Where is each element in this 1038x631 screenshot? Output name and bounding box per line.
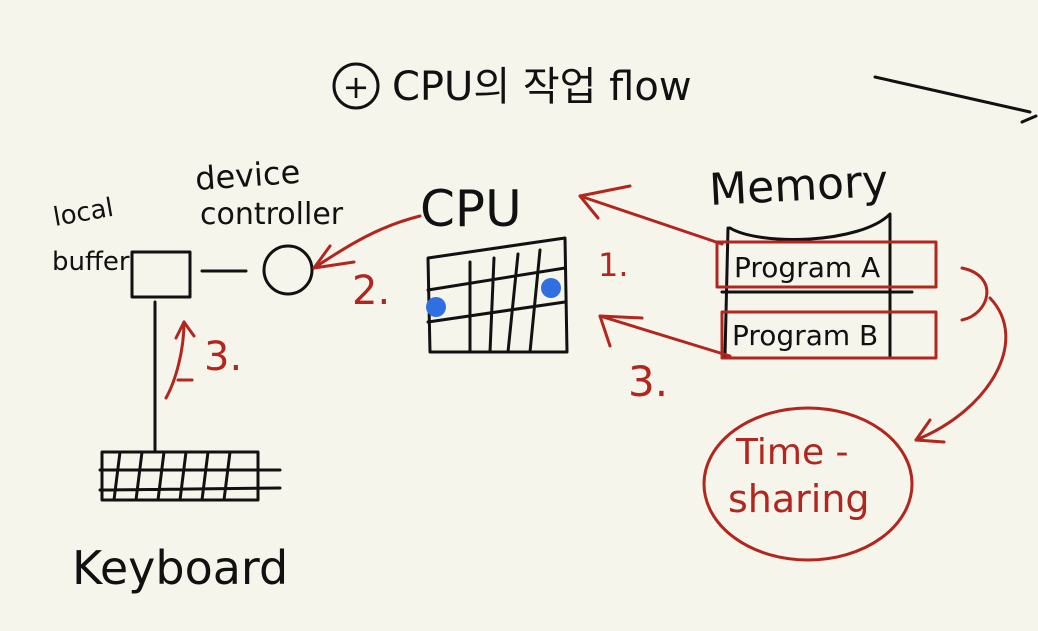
- local-buffer-group: local buffer: [51, 193, 192, 299]
- local-buffer-label-line1: local: [51, 193, 116, 233]
- program-brace: [960, 266, 989, 322]
- step3-buffer-label: 3.: [204, 334, 242, 380]
- keyboard-label: Keyboard: [72, 541, 288, 595]
- program-a-label: Program A: [734, 251, 880, 284]
- local-buffer-box: [130, 250, 192, 299]
- keyboard-icon: [98, 450, 282, 502]
- step3-cpu-label: 3.: [628, 357, 668, 406]
- program-b-box: [720, 310, 938, 360]
- keyboard-group: Keyboard: [72, 300, 288, 595]
- memory-label: Memory: [708, 156, 889, 216]
- step2-label: 2.: [352, 268, 390, 314]
- time-sharing-arrowhead: [914, 418, 946, 444]
- keyboard-buffer-arrow: [164, 320, 186, 400]
- device-controller-label-line2: controller: [200, 197, 344, 232]
- step1-arrowhead: [578, 184, 632, 220]
- selection-handle-right[interactable]: [541, 278, 561, 298]
- selection-handle-left[interactable]: [426, 297, 446, 317]
- title-arrow-tip: [1020, 114, 1038, 124]
- step1-arrow: [578, 194, 724, 246]
- page-title: CPU의 작업 flow: [392, 64, 692, 110]
- cpu-grid-icon: [426, 248, 567, 354]
- local-buffer-label-line2: buffer: [52, 247, 130, 277]
- time-sharing-label-line1: Time -: [735, 432, 849, 473]
- title-arrow-line: [873, 75, 1032, 114]
- step2-arrow: [312, 214, 422, 270]
- memory-outline-right: [728, 212, 892, 360]
- device-controller-circle: [262, 244, 314, 296]
- step2-arrowhead: [312, 244, 356, 270]
- flow-arrows: [164, 184, 732, 400]
- memory-group: Memory Program A Program B: [708, 156, 938, 360]
- title-group: + CPU의 작업 flow: [332, 62, 1038, 124]
- device-controller-label-line1: device: [194, 153, 302, 198]
- cpu-label: CPU: [420, 180, 522, 238]
- time-sharing-arrow: [914, 296, 1008, 442]
- cpu-group[interactable]: CPU: [420, 180, 569, 354]
- circled-plus-icon: [332, 62, 380, 110]
- program-b-label: Program B: [732, 319, 878, 352]
- device-controller-group: device controller: [194, 153, 344, 296]
- keyboard-buffer-arrowhead: [174, 320, 196, 340]
- step3-arrowhead: [598, 314, 644, 348]
- time-sharing-circle: [702, 406, 914, 562]
- step1-label: 1.: [598, 246, 629, 284]
- time-sharing-label-line2: sharing: [728, 477, 870, 521]
- program-a-box: [715, 240, 938, 289]
- step3-arrow: [598, 314, 732, 358]
- title-circled-symbol: +: [343, 68, 370, 106]
- time-sharing-group: Time - sharing: [702, 266, 1008, 562]
